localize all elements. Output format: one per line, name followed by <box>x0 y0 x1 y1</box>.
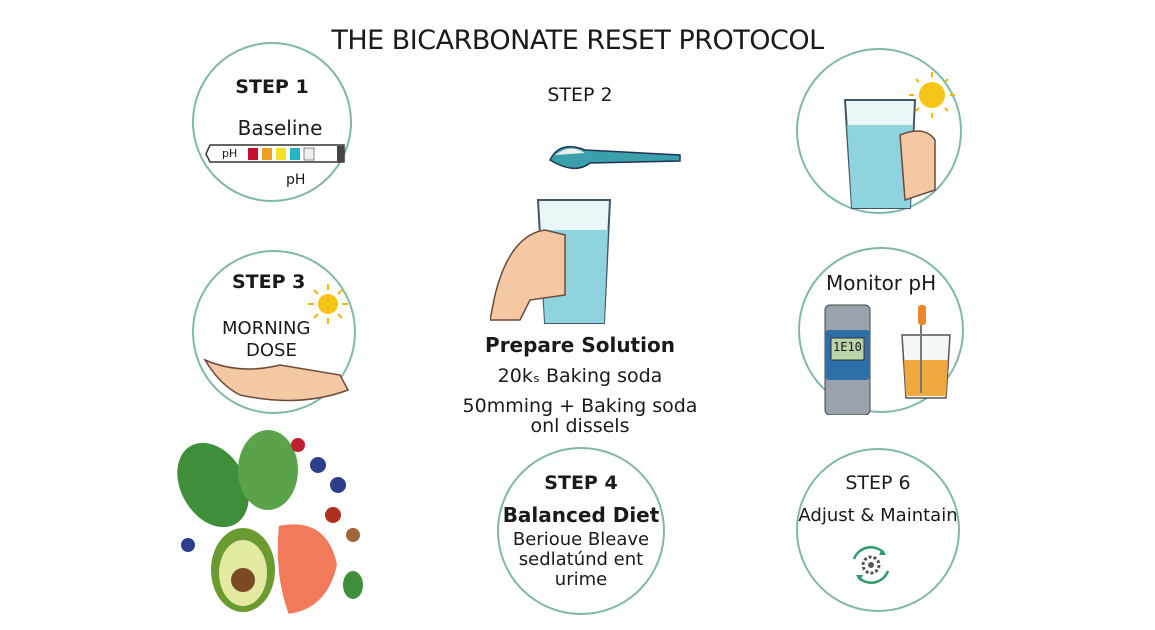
step2-heading: Prepare Solution <box>485 333 675 357</box>
strip-label: pH <box>222 147 238 160</box>
meter-reading: 1E10 <box>833 340 862 354</box>
step2-label: STEP 2 <box>547 84 613 106</box>
step4-circle <box>497 447 665 615</box>
step3-heading-1: MORNING <box>222 318 311 339</box>
step4-line1: Berioue Bleave <box>512 529 650 550</box>
title: THE BICARBONATE RESET PROTOCOL <box>331 25 824 56</box>
step6-heading: Adjust & Maintain <box>798 505 958 526</box>
step2-line1: 20kₛ Baking soda <box>497 365 663 387</box>
monitor-heading: Monitor pH <box>826 271 937 295</box>
sun-icon <box>308 284 348 324</box>
step4-heading: Balanced Diet <box>502 503 660 527</box>
ph-meter-icon <box>824 304 951 415</box>
step4-line2: sedlatúnd ent <box>518 549 644 570</box>
open-hand-icon <box>203 358 350 402</box>
ph-strip-icon <box>205 144 345 163</box>
step1-circle <box>192 42 352 202</box>
step4-line3: urime <box>554 569 608 590</box>
step6-label: STEP 6 <box>845 472 911 494</box>
step4-label: STEP 4 <box>544 472 618 494</box>
step3-label: STEP 3 <box>232 271 306 293</box>
step1-heading: Baseline <box>237 116 323 140</box>
step2-line3: onl dissels <box>530 415 630 437</box>
step1-caption: pH <box>286 172 306 188</box>
step1-label: STEP 1 <box>235 76 309 98</box>
step6-circle <box>796 448 960 612</box>
water-glass-sun-icon <box>843 72 955 209</box>
step3-heading-2: DOSE <box>246 340 297 361</box>
step2-line2: 50mming + Baking soda <box>462 395 698 417</box>
gear-cycle-icon <box>852 546 890 584</box>
healthy-food-icon <box>177 430 363 617</box>
glass-and-spoon-icon <box>490 145 681 324</box>
